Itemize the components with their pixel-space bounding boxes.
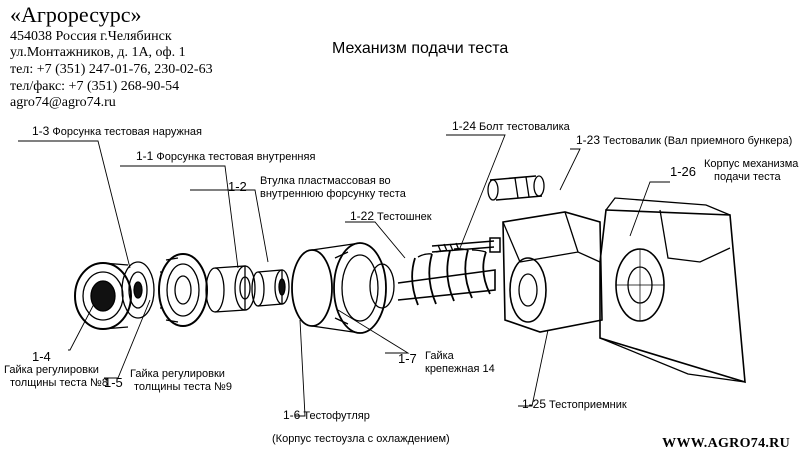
address-line-2: ул.Монтажников, д. 1А, оф. 1	[10, 45, 186, 60]
email-line: agro74@agro74.ru	[10, 95, 116, 110]
label-1-24-name: Болт тестовалика	[479, 121, 570, 133]
label-1-23-name: Тестовалик (Вал приемного бункера)	[603, 135, 793, 147]
label-1-23-num: 1-23	[576, 133, 601, 147]
roller-1-23-part	[487, 175, 545, 201]
fax-line: тел/факс: +7 (351) 268-90-54	[10, 79, 180, 94]
label-1-4-name-line2: толщины теста №8	[10, 377, 108, 389]
label-1-6-note: (Корпус тестоузла с охлаждением)	[272, 433, 450, 445]
label-1-25-num: 1-25	[522, 397, 547, 411]
label-1-2-name-line1: Втулка пластмассовая во	[260, 175, 391, 187]
dough-case-1-6-part	[291, 242, 395, 334]
address-line-1: 454038 Россия г.Челябинск	[10, 29, 172, 44]
label-1-7-num-wrap: 1-7	[398, 352, 420, 367]
label-1-1-name: Форсунка тестовая внутренняя	[156, 151, 316, 163]
label-1-26-num: 1-26	[670, 164, 697, 179]
label-1-4-num: 1-4	[32, 349, 51, 364]
label-1-7-name-line1: Гайка	[425, 350, 454, 362]
label-1-26-name-line2: подачи теста	[714, 171, 781, 183]
label-1-4-num-wrap: 1-4	[32, 350, 54, 365]
leader-lines	[18, 134, 670, 417]
phone-line: тел: +7 (351) 247-01-76, 230-02-63	[10, 62, 213, 77]
company-name: «Агроресурс»	[10, 2, 142, 27]
label-1-4-name-line1: Гайка регулировки	[4, 364, 99, 376]
label-1-2-num: 1-2	[228, 179, 247, 194]
label-1-6-name: Тестофутляр	[303, 410, 370, 422]
label-1-26-name-line1: Корпус механизма	[704, 158, 799, 170]
label-1-7-num: 1-7	[398, 351, 417, 366]
outer-nozzle-1-3-part	[121, 261, 155, 319]
nut-1-5-part	[158, 253, 208, 327]
label-1-25-name: Тестоприемник	[549, 399, 627, 411]
housing-1-26-part	[599, 197, 746, 384]
label-1-3-name: Форсунка тестовая наружная	[52, 126, 202, 138]
label-1-6-num: 1-6	[283, 408, 301, 422]
label-1-5-num: 1-5	[104, 375, 123, 390]
auger-1-22-part	[397, 248, 496, 306]
inner-nozzle-1-1-part	[205, 265, 256, 313]
label-1-2-num-wrap: 1-2	[228, 180, 250, 195]
diagram-title: Механизм подачи теста	[332, 40, 509, 57]
label-1-5-name-line2: толщины теста №9	[134, 381, 232, 393]
receiver-1-25-part	[502, 211, 603, 333]
label-1-24-num: 1-24	[452, 119, 477, 133]
label-1-2-name-line2: внутреннюю форсунку теста	[260, 188, 406, 200]
label-1-22-name: Тестошнек	[377, 211, 432, 223]
bushing-1-2-part	[251, 269, 290, 307]
label-1-7-name-line2: крепежная 14	[425, 363, 495, 375]
nut-1-4-part	[74, 262, 132, 330]
bolt-1-24-part	[431, 237, 501, 253]
label-1-5-name-line1: Гайка регулировки	[130, 368, 225, 380]
label-1-1-num: 1-1	[136, 149, 154, 163]
label-1-26-num-wrap: 1-26	[670, 165, 699, 180]
label-1-3-num: 1-3	[32, 124, 50, 138]
label-1-5-num-wrap: 1-5	[104, 376, 126, 391]
label-1-22-num: 1-22	[350, 209, 375, 223]
website-url: WWW.AGRO74.RU	[662, 436, 790, 451]
